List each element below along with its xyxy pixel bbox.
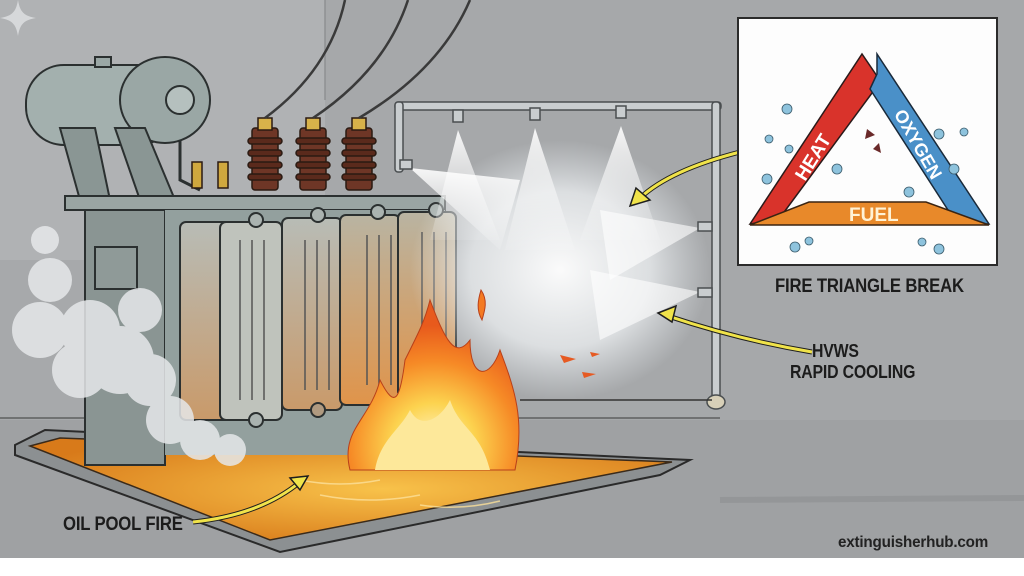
cables [264,0,472,120]
hvws-label: HVWS RAPID COOLING [790,341,915,383]
oil-pool-fire-label: OIL POOL FIRE [63,514,183,535]
illustration-scene: HEAT OXYGEN FUEL FIRE TRIANGLE BREAK HVW… [0,0,1024,558]
watermark: extinguisherhub.com [838,534,989,551]
sparkle-icon [0,0,36,36]
hvws-label-line2: RAPID COOLING [790,362,916,382]
fire-triangle-panel: HEAT OXYGEN FUEL [737,17,998,266]
fire-triangle-caption: FIRE TRIANGLE BREAK [775,276,964,297]
fire-triangle-graphic [748,51,991,255]
water-droplets [761,103,969,255]
transformer [25,56,457,466]
fire [347,288,600,471]
hvws-pipework [394,101,726,410]
hvws-label-line1: HVWS [812,341,859,361]
bushings [191,117,377,191]
smoke [12,226,246,466]
fuel-label: FUEL [849,205,899,226]
